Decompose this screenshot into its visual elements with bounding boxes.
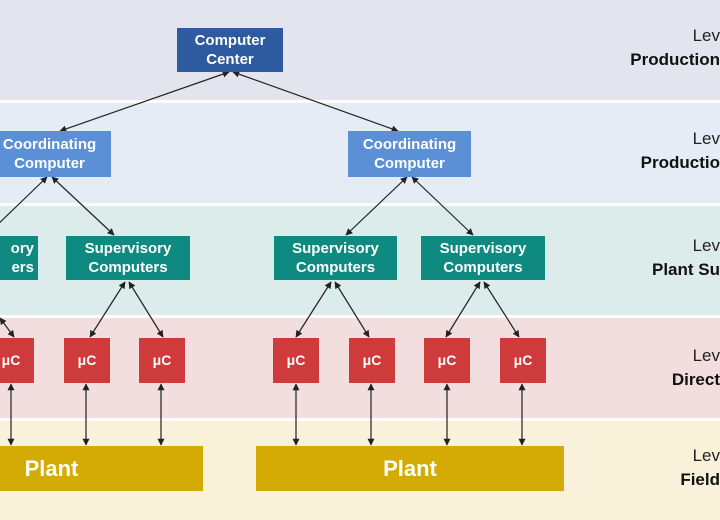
link-sup-2-mc-2 [89,281,126,338]
level-label-production: Lev Productio [641,127,720,175]
level-label-field: Lev Field [680,444,720,492]
level-number: Lev [692,129,720,148]
link-sup-3-mc-4 [295,281,332,338]
link-center-coord-right [232,70,399,133]
microcontroller-node: μC [64,338,110,383]
microcontroller-node: μC [424,338,470,383]
level-label-production-management: Lev Production [630,24,720,72]
supervisory-computers-node: ory ers [0,236,38,280]
level-name: Productio [640,153,720,172]
supervisory-computers-node: Supervisory Computers [274,236,397,280]
link-coord-left-sup-1 [0,176,48,231]
level-number: Lev [692,26,720,45]
link-sup-4-mc-6 [445,281,481,338]
microcontroller-node: μC [273,338,319,383]
microcontroller-node: μC [500,338,546,383]
supervisory-computers-node: Supervisory Computers [66,236,190,280]
link-coord-right-sup-3 [345,176,408,236]
link-coord-right-sup-4 [411,176,474,236]
microcontroller-node: μC [139,338,185,383]
coordinating-computer-node: Coordinating Computer [348,131,471,177]
link-coord-left-sup-2 [51,176,115,236]
link-center-coord-left [59,70,230,133]
coordinating-computer-node: Coordinating Computer [0,131,111,177]
computer-center-node: Computer Center [177,28,283,72]
level-name: Plant Su [651,260,720,279]
level-number: Lev [692,236,720,255]
link-sup-3-mc-5 [334,281,370,338]
plant-node: Plant [0,446,203,491]
microcontroller-node: μC [349,338,395,383]
level-name: Production [630,50,720,69]
level-number: Lev [692,446,720,465]
link-sup-1-mc-1 [0,317,15,338]
link-sup-4-mc-7 [483,281,520,338]
link-sup-2-mc-3 [128,281,164,338]
level-label-direct-control: Lev Direct [672,344,720,392]
supervisory-computers-node: Supervisory Computers [421,236,545,280]
level-name: Field [680,470,720,489]
level-number: Lev [692,346,720,365]
plant-node: Plant [256,446,564,491]
level-name: Direct [671,370,720,389]
microcontroller-node: μC [0,338,34,383]
level-label-plant-supervision: Lev Plant Su [652,234,720,282]
